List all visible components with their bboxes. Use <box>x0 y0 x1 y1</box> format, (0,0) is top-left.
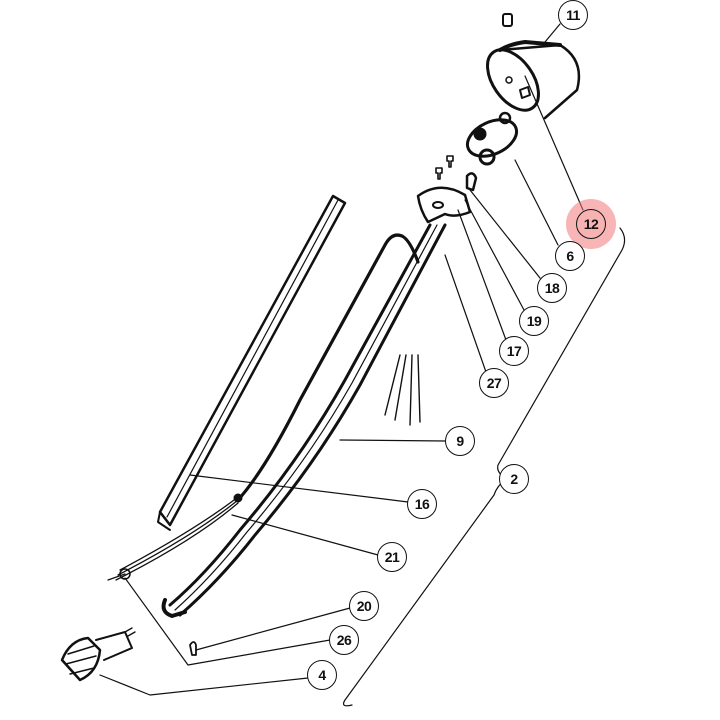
callout-label: 27 <box>486 375 502 391</box>
callout-label: 11 <box>566 7 580 23</box>
callout-label: 12 <box>583 216 599 232</box>
callout-label: 16 <box>414 496 430 512</box>
counterweight-part <box>486 13 581 120</box>
callout-2[interactable]: 2 <box>499 464 529 494</box>
callout-label: 20 <box>356 598 372 614</box>
callout-9[interactable]: 9 <box>445 426 475 456</box>
callout-20[interactable]: 20 <box>349 591 379 621</box>
callout-27[interactable]: 27 <box>479 368 509 398</box>
callout-21[interactable]: 21 <box>377 542 407 572</box>
callout-19[interactable]: 19 <box>519 306 549 336</box>
callout-17[interactable]: 17 <box>499 336 529 366</box>
callout-label: 9 <box>456 433 464 449</box>
callout-26[interactable]: 26 <box>329 625 359 655</box>
callout-label: 4 <box>318 667 326 683</box>
callout-11[interactable]: 11 <box>558 0 588 30</box>
pivot-bearing-part <box>465 111 519 166</box>
callout-label: 21 <box>384 549 400 565</box>
callout-6[interactable]: 6 <box>555 241 585 271</box>
callout-label: 19 <box>526 313 542 329</box>
callout-label: 6 <box>566 248 574 264</box>
callout-label: 2 <box>510 471 518 487</box>
callout-label: 26 <box>336 632 352 648</box>
lift-rail-part <box>157 194 347 531</box>
callout-label: 17 <box>506 343 522 359</box>
callout-label: 18 <box>544 280 560 296</box>
callout-18[interactable]: 18 <box>537 273 567 303</box>
callout-16[interactable]: 16 <box>407 489 437 519</box>
connector-plug-part <box>60 627 136 682</box>
callout-4[interactable]: 4 <box>307 660 337 690</box>
callout-12-highlighted[interactable]: 12 <box>576 209 606 239</box>
leader-lines <box>99 23 626 707</box>
